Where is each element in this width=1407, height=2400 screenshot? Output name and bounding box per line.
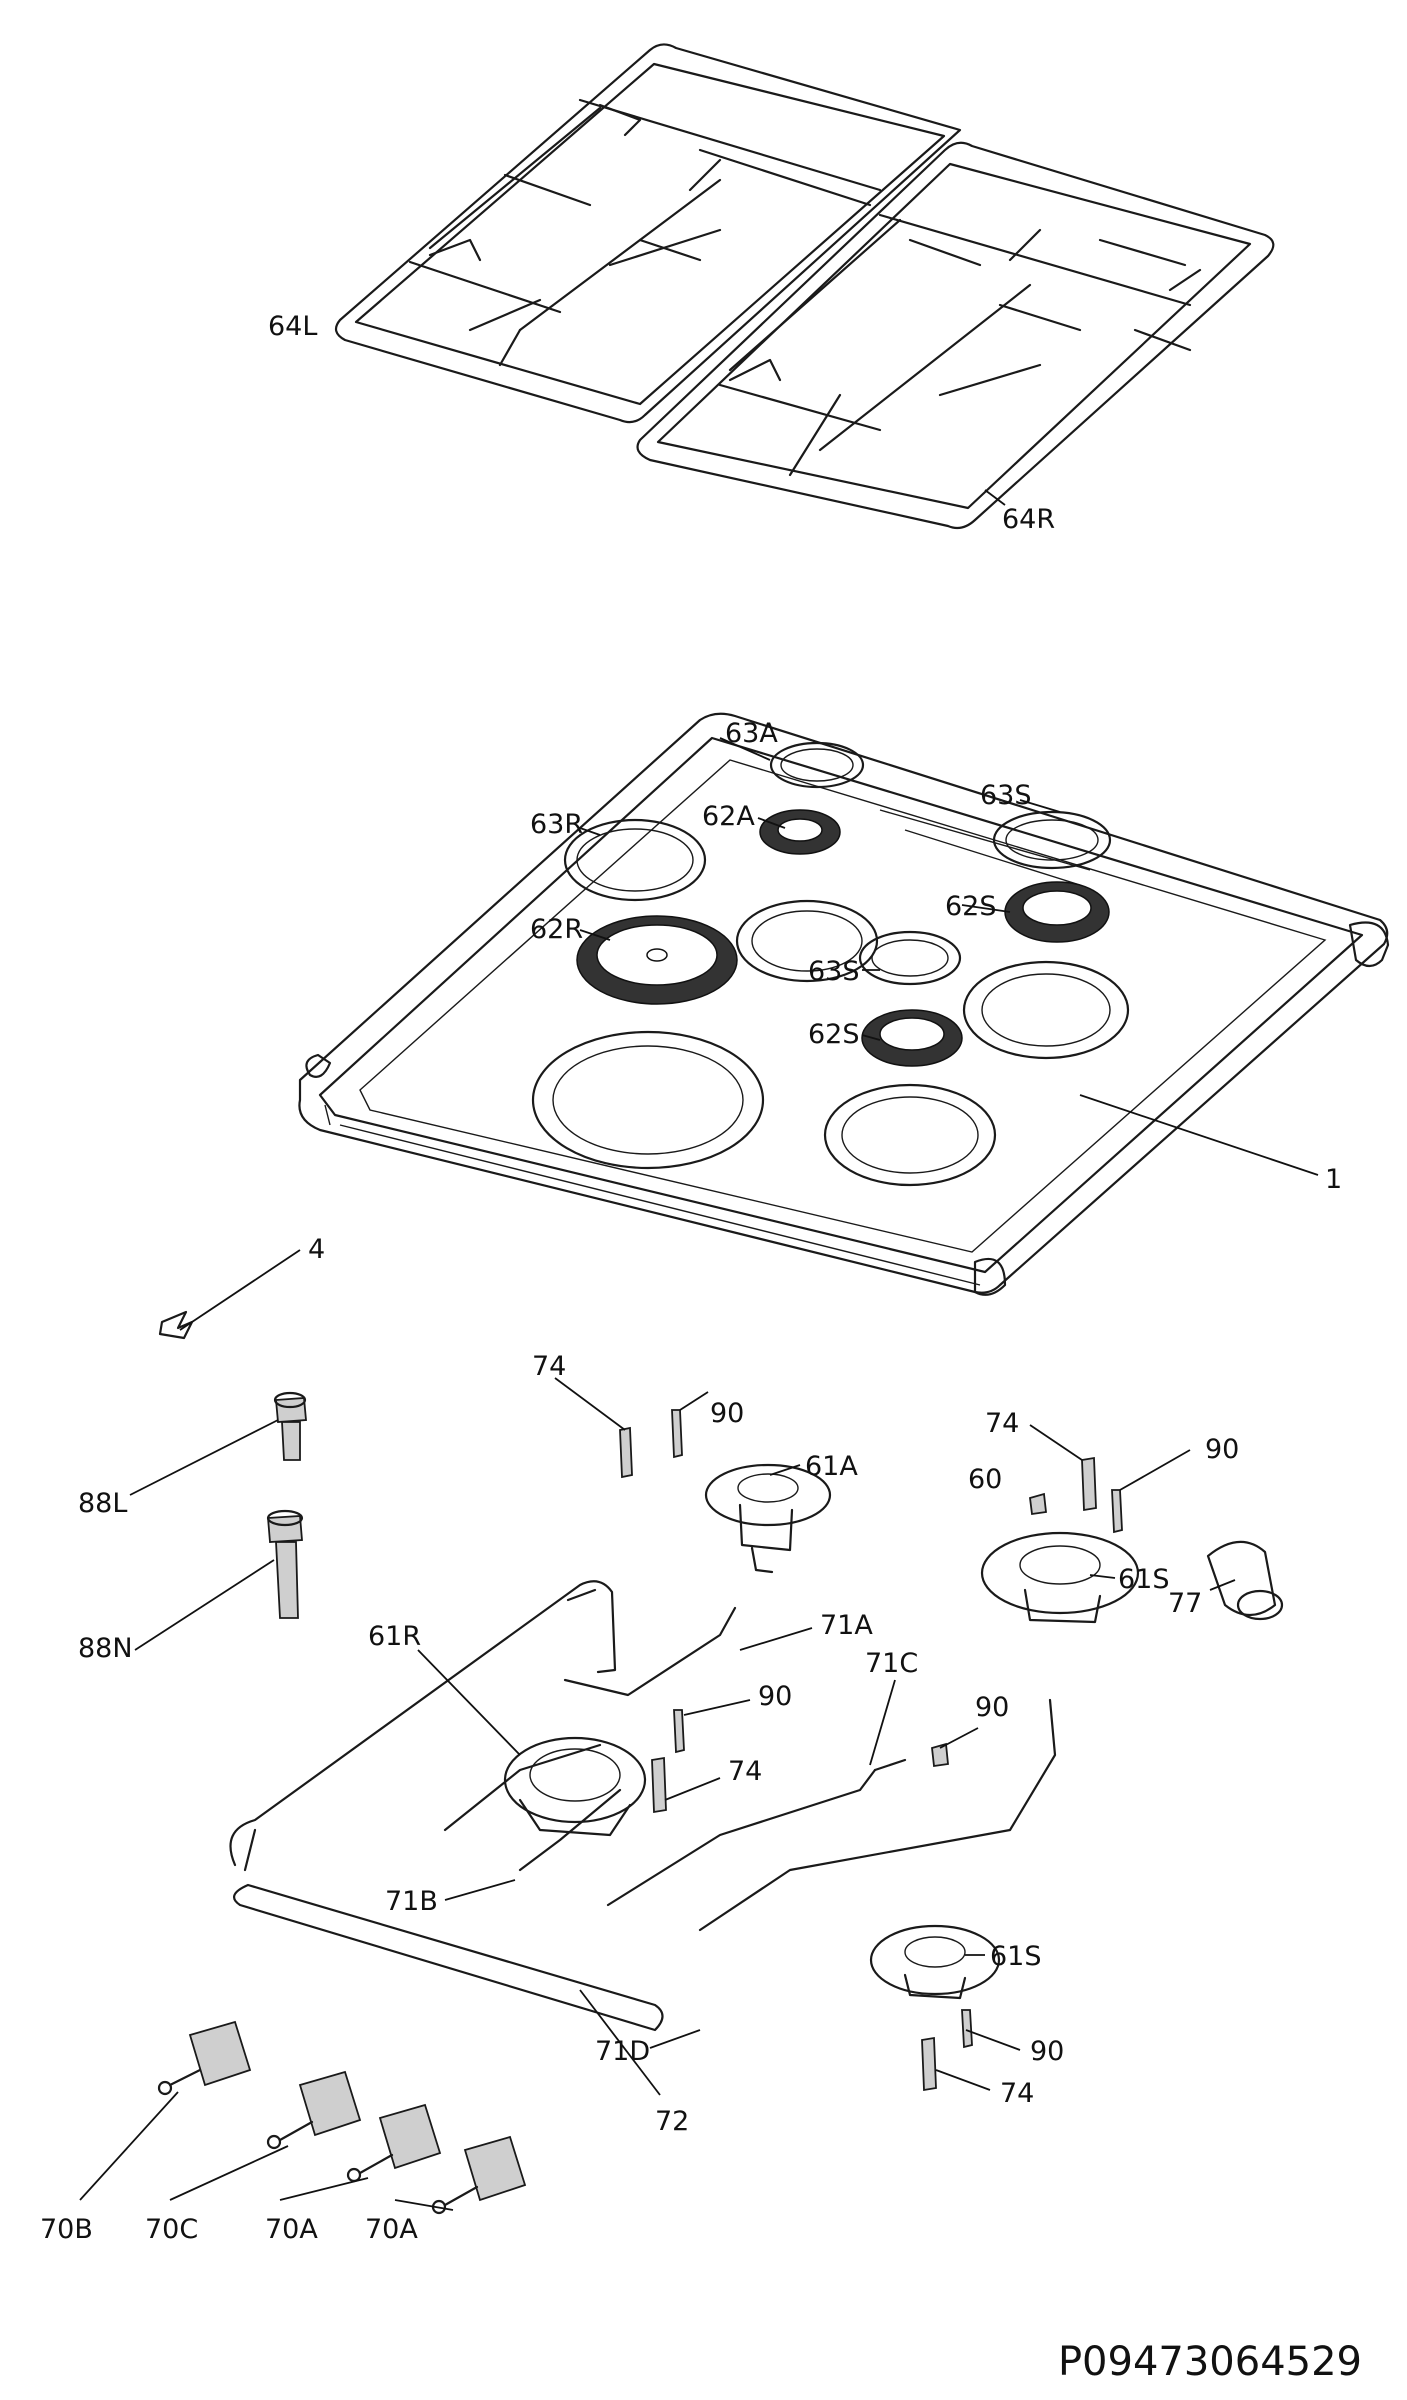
label-62R: 62R (530, 914, 583, 945)
label-61S-bottom: 61S (990, 1941, 1042, 1972)
label-61R: 61R (368, 1621, 421, 1652)
gas-pipe-71A (563, 1606, 737, 1697)
pan-support-right (636, 141, 1275, 530)
label-77: 77 (1168, 1588, 1202, 1619)
label-70A-2: 70A (365, 2214, 418, 2245)
label-88N: 88N (78, 1633, 133, 1664)
label-90-e: 90 (1030, 2036, 1064, 2067)
gas-connector-88N (266, 1509, 304, 1619)
label-90-a: 90 (710, 1398, 744, 1429)
gas-tap-70B (157, 2020, 252, 2096)
spark-plug-90-c (673, 1709, 685, 1754)
diagram-code: P09473064529 (1058, 2339, 1362, 2385)
elbow-fitting-77 (1206, 1540, 1284, 1621)
label-63S-mid: 63S (808, 956, 860, 987)
hob-top-plate (298, 712, 1390, 1296)
burner-seat-rear-right (962, 960, 1130, 1060)
burner-cap-semi-rapid-mid-inner (871, 939, 949, 977)
gas-pipe-71C-return (873, 1758, 907, 1772)
label-70B: 70B (40, 2214, 93, 2245)
spark-plug-90-e (961, 2009, 973, 2049)
thermocouple-74-c (651, 1756, 667, 1814)
label-90-b: 90 (1205, 1434, 1239, 1465)
burner-seat-front-left (531, 1030, 765, 1170)
thermocouple-74-a (619, 1426, 633, 1479)
label-64L: 64L (268, 311, 317, 342)
pan-support-left (334, 43, 962, 424)
thermocouple-74-d (921, 2036, 937, 2092)
label-61S-top: 61S (1118, 1564, 1170, 1595)
gas-tap-70A-2 (431, 2135, 527, 2215)
burner-seat-front-left-inner (552, 1045, 744, 1155)
burner-crown-rapid (576, 915, 738, 1005)
label-62S-top: 62S (945, 891, 997, 922)
injector-60 (1029, 1492, 1047, 1516)
burner-seat-rear-left (735, 899, 879, 983)
gas-pipe-71C (606, 1768, 877, 1907)
part-labels: 64L 64R 63A 63S 63R 62A 62S 62R 63S 62S … (40, 311, 1342, 2245)
injector-90-d (931, 1742, 949, 1768)
gas-pipe-71D (698, 1698, 1057, 1932)
burner-cap-auxiliary (769, 741, 865, 789)
label-63R: 63R (530, 809, 583, 840)
burner-seat-front-right-inner (841, 1096, 979, 1174)
label-71A: 71A (820, 1610, 873, 1641)
burner-seat-rear-right-inner (981, 973, 1111, 1047)
gas-connector-88L (273, 1391, 307, 1461)
label-62S-mid: 62S (808, 1019, 860, 1050)
spark-plug-90-a (671, 1409, 683, 1459)
label-90-c: 90 (758, 1681, 792, 1712)
label-74-d: 74 (1000, 2078, 1034, 2109)
label-74-a: 74 (532, 1351, 566, 1382)
burner-seat-rear-left-inner (751, 910, 863, 972)
label-61A: 61A (805, 1451, 858, 1482)
burner-body-61A (704, 1463, 832, 1574)
burner-cap-semi-rapid-mid (858, 930, 962, 986)
label-71C: 71C (865, 1648, 918, 1679)
gas-ramp-72 (229, 1580, 664, 2032)
label-60: 60 (968, 1464, 1002, 1495)
label-64R: 64R (1002, 504, 1055, 535)
label-74-b: 74 (985, 1408, 1019, 1439)
burner-seat-front-right (823, 1083, 997, 1187)
burner-cap-rapid-inner (576, 828, 694, 892)
label-72: 72 (655, 2106, 689, 2137)
label-62A: 62A (702, 801, 755, 832)
label-1: 1 (1325, 1164, 1342, 1195)
burner-cap-rapid (563, 818, 707, 902)
label-63A: 63A (725, 718, 778, 749)
leader-lines (79, 489, 1319, 2211)
burner-cap-semi-rapid-top (992, 810, 1112, 870)
gas-tap-70A-1 (346, 2103, 442, 2183)
label-70A-1: 70A (265, 2214, 318, 2245)
burner-crown-semi-rapid-top (1004, 881, 1110, 943)
burner-crown-auxiliary (759, 809, 841, 855)
label-71D: 71D (595, 2036, 650, 2067)
thermocouple-74-b (1081, 1456, 1097, 1512)
label-74-c: 74 (728, 1756, 762, 1787)
burner-body-61R (503, 1736, 647, 1837)
gas-tap-70C (266, 2070, 362, 2150)
label-70C: 70C (145, 2214, 198, 2245)
label-88L: 88L (78, 1488, 127, 1519)
burner-crown-semi-rapid-mid (861, 1009, 963, 1067)
burner-cap-semi-rapid-top-inner (1005, 819, 1099, 861)
burner-body-61S-top (980, 1531, 1140, 1624)
label-71B: 71B (385, 1886, 438, 1917)
label-4: 4 (308, 1234, 325, 1265)
label-90-d: 90 (975, 1692, 1009, 1723)
burner-cap-auxiliary-inner (780, 748, 854, 782)
burner-body-61S-bottom (869, 1924, 1001, 2000)
gas-pipe-71B (443, 1743, 622, 1872)
label-63S-top: 63S (980, 780, 1032, 811)
spark-plug-90-b (1111, 1489, 1123, 1534)
